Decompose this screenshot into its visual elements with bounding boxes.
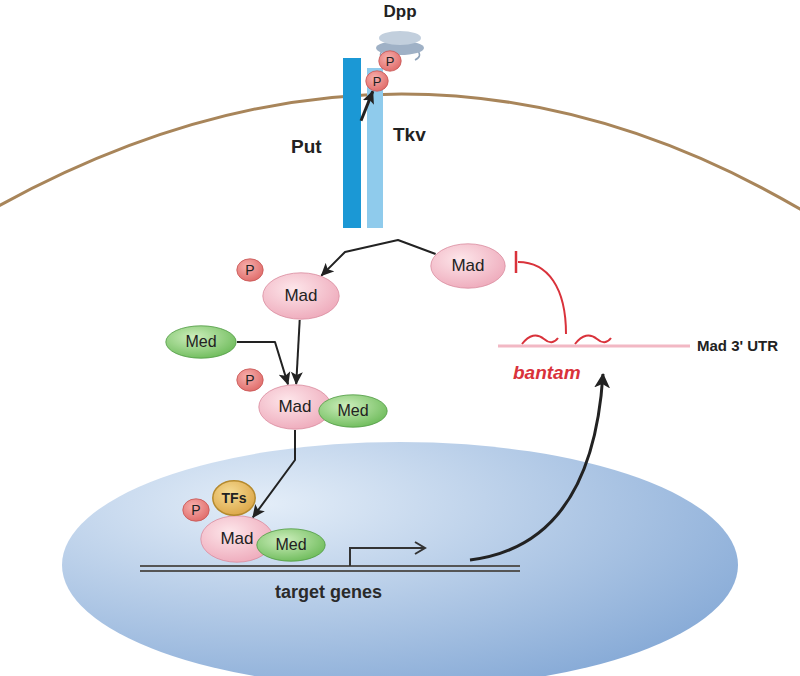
mirna-name: bantam: [513, 362, 581, 384]
node-label: P: [373, 74, 382, 89]
protein: Mad: [262, 272, 340, 320]
node-label: TFs: [222, 490, 247, 506]
node-label: P: [386, 54, 395, 69]
receptor: Put: [343, 58, 361, 228]
transcription-arrow: [350, 548, 425, 566]
node-label: Mad: [451, 256, 484, 276]
node-label: Med: [185, 333, 216, 351]
dna-strand: [140, 570, 520, 572]
nucleus: target genes Mad Med TFsP: [60, 440, 740, 676]
node-label: Mad: [220, 529, 253, 549]
protein: Mad: [430, 243, 506, 289]
signal-arrow: [253, 430, 295, 517]
ligand: Dpp: [355, 2, 445, 60]
shape-fill: [213, 481, 255, 515]
inhibition-line: [518, 262, 566, 334]
phosphate: P: [378, 50, 402, 72]
node-label: Tkv: [393, 124, 426, 146]
mirna-binding: [522, 335, 558, 344]
protein: Med: [318, 394, 388, 428]
ligand-body: [379, 31, 421, 45]
shape-fill: [263, 273, 339, 319]
protein: Med: [256, 528, 326, 562]
nucleus-shape: [60, 440, 740, 676]
node-label: P: [245, 372, 254, 388]
dna-strand: [140, 565, 520, 567]
mrna-region: Mad 3' UTR: [697, 337, 778, 354]
shape-fill: [237, 259, 263, 281]
phosphate: P: [182, 498, 210, 522]
cell-membrane: [0, 94, 800, 212]
receptor: Tkv: [367, 68, 383, 228]
shape-fill: [379, 51, 401, 71]
phosphate: P: [365, 70, 389, 92]
node-label: Med: [337, 402, 368, 420]
mirna-binding: [575, 335, 611, 344]
transcription-factor: TFs: [212, 480, 256, 516]
signal-arrow: [321, 240, 435, 276]
shape-fill: [366, 71, 388, 91]
phosphate: P: [236, 368, 264, 392]
mrna-line: [498, 345, 690, 348]
expression-arrow: [470, 374, 603, 560]
shape-fill: [237, 369, 263, 391]
signal-arrow: [361, 91, 373, 120]
node-label: Med: [275, 536, 306, 554]
shape-fill: [257, 529, 325, 561]
shape-fill: [166, 326, 236, 358]
node-label: Mad: [278, 397, 311, 417]
inhibition-bar: [515, 251, 518, 273]
signal-arrow: [296, 320, 300, 384]
shape-fill: [319, 395, 387, 427]
node-label: P: [245, 262, 254, 278]
phosphate: P: [236, 258, 264, 282]
node-label: target genes: [275, 582, 382, 603]
node-label: Mad: [284, 286, 317, 306]
node-label: P: [191, 502, 200, 518]
protein: Med: [165, 325, 237, 359]
shape-fill: [183, 499, 209, 521]
nucleus-fill: [62, 442, 738, 676]
shape-fill: [431, 244, 505, 288]
signal-arrow: [237, 342, 288, 384]
node-label: Put: [291, 136, 322, 158]
node-label: Dpp: [355, 2, 445, 22]
